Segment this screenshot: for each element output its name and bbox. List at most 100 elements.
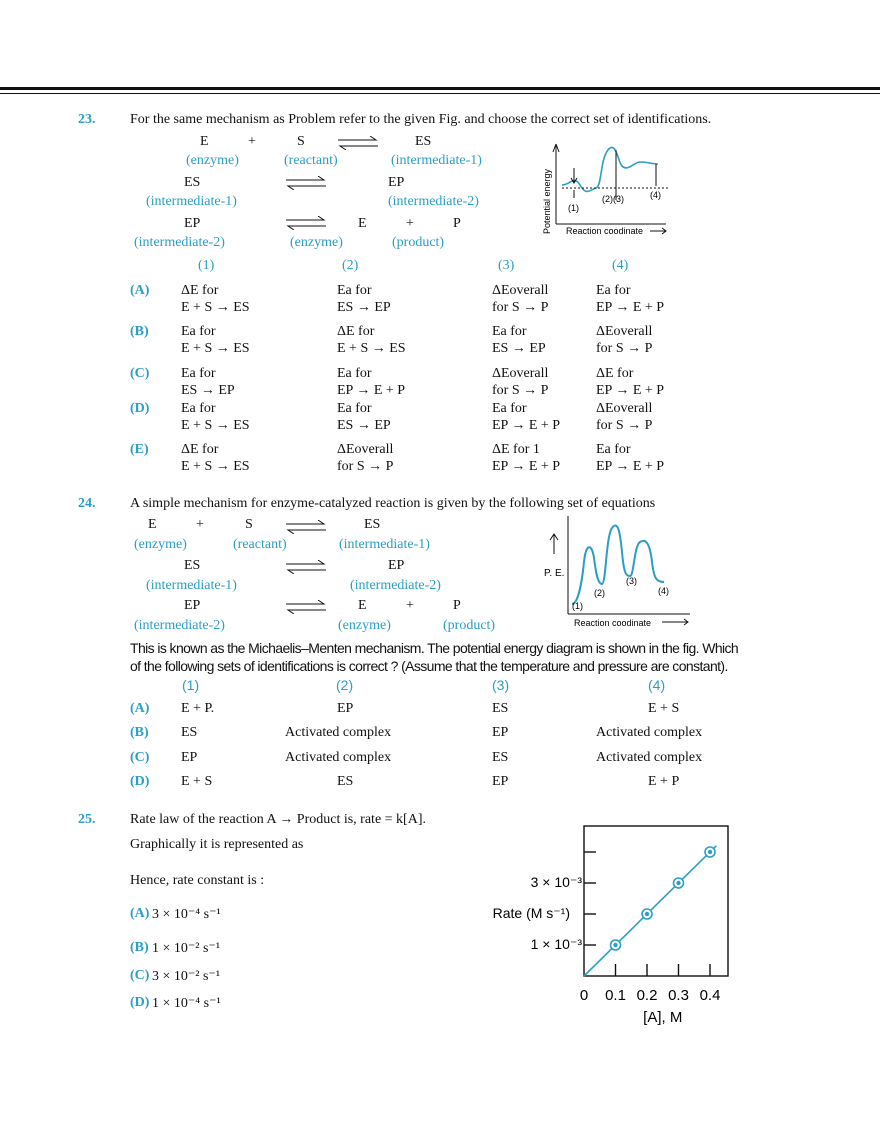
fig-xlabel: Reaction coodinate [566,226,643,236]
q23-option-4-label[interactable]: (E) [130,442,149,457]
q24-r3-lb: (enzyme) [338,618,391,633]
q23-option-0-label[interactable]: (A) [130,283,150,298]
q24-option-3-cell-1: ES [337,774,354,789]
y-tick-label: 3 × 10⁻³ [531,874,583,890]
q24-r2-la: (intermediate-1) [146,578,237,593]
q23-option-2-cell-0-line-0: Ea for [181,366,216,381]
q24-r1-la: (enzyme) [134,537,187,552]
q24-option-0-label[interactable]: (A) [130,701,150,716]
q24-option-2-cell-2: ES [492,750,509,765]
q23-option-2-cell-0-line-1: ES → EP [181,383,235,398]
q24-col-3: (3) [492,677,510,693]
q24-option-0-cell-3: E + S [648,701,680,716]
q23-option-4-cell-0-line-1: E + S → ES [181,459,250,474]
q23-option-0-cell-1-line-0: Ea for [337,283,372,298]
x-tick-label: 0.2 [637,987,658,1004]
data-point-center [613,942,618,948]
q23-r1-c: ES [415,134,432,149]
q23-option-0-cell-3-line-0: Ea for [596,283,631,298]
q23-option-2-label[interactable]: (C) [130,366,150,381]
q23-r2-lc: (intermediate-2) [388,194,479,209]
fig-ylabel: Potential energy [542,168,552,234]
q24-para1: This is known as the Michaelis–Menten me… [130,640,739,656]
q23-option-2-cell-1-line-0: Ea for [337,366,372,381]
x-tick-label: 0 [580,987,588,1004]
q25-option-2-label[interactable]: (C) [130,968,150,983]
q23-col-4: (4) [612,258,629,273]
q24-r3-la: (intermediate-2) [134,618,225,633]
q25-text: Rate law of the reaction A → Product is,… [130,812,426,827]
q24-option-0-cell-2: ES [492,701,509,716]
q24-col-1: (1) [182,677,200,693]
q23-option-1-cell-3-line-0: ΔEoverall [596,324,653,339]
q23-option-3-cell-2-line-1: EP → E + P [492,418,561,433]
y-tick-label: 1 × 10⁻³ [531,936,583,952]
q23-option-4-cell-2-line-1: EP → E + P [492,459,561,474]
fig-label-2: (2) [594,588,605,598]
q23-r1-la: (enzyme) [186,153,239,168]
q23-option-2-cell-3-line-1: EP → E + P [596,383,665,398]
q23-option-4-cell-3-line-1: EP → E + P [596,459,665,474]
q23-option-3-cell-0-line-0: Ea for [181,401,216,416]
q23-option-1-label[interactable]: (B) [130,324,149,339]
q24-option-1-cell-0: ES [181,725,198,740]
equilibrium-arrow-icon [286,176,326,190]
q25-option-2-text: 3 × 10⁻² s⁻¹ [152,969,221,984]
q23-option-3-label[interactable]: (D) [130,401,150,416]
q25-option-0-label[interactable]: (A) [130,906,150,921]
q23-r3-b: E [358,216,367,231]
q24-option-2-label[interactable]: (C) [130,750,150,765]
q23-option-0-cell-1-line-1: ES → EP [337,300,391,315]
q24-r3-plus: + [406,598,414,613]
x-tick-label: 0.1 [605,987,626,1004]
q23-r1-lb: (reactant) [284,153,338,168]
equilibrium-arrow-icon [286,520,326,534]
q24-r3-lc: (product) [443,618,496,633]
data-point-center [644,911,650,917]
q23-option-2-cell-3-line-0: ΔE for [596,366,634,381]
q23-option-1-cell-2-line-0: Ea for [492,324,527,339]
energy-curve [571,524,665,605]
q23-option-2-cell-2-line-0: ΔEoverall [492,366,549,381]
q23-r2-a: ES [184,175,201,190]
q24-option-1-cell-1: Activated complex [285,725,392,740]
q25-option-1-text: 1 × 10⁻² s⁻¹ [152,941,221,956]
q23-r1-b: S [297,134,305,149]
q23-option-1-cell-1-line-0: ΔE for [337,324,375,339]
q24-option-2-cell-1: Activated complex [285,750,392,765]
equilibrium-arrow-icon [286,216,326,230]
x-axis-label: [A], M [643,1009,682,1026]
q23-option-4-cell-2-line-0: ΔE for 1 [492,442,540,457]
x-tick-label: 0.3 [668,987,689,1004]
q23-col-2: (2) [342,258,359,273]
q23-option-1-cell-0-line-1: E + S → ES [181,341,250,356]
q23-r1-plus: + [248,134,256,149]
q24-option-1-label[interactable]: (B) [130,725,149,740]
q23-option-0-cell-3-line-1: EP → E + P [596,300,665,315]
q23-option-3-cell-3-line-1: for S → P [596,418,653,433]
q23-option-0-cell-0-line-0: ΔE for [181,283,219,298]
q25-option-1-label[interactable]: (B) [130,940,149,955]
q23-option-3-cell-1-line-1: ES → EP [337,418,391,433]
q23-r3-lb: (enzyme) [290,235,343,250]
q24-r3-a: EP [184,598,201,613]
q24-r2-c: EP [388,558,405,573]
q25-option-3-label[interactable]: (D) [130,995,150,1010]
q23-option-2-cell-1-line-1: EP → E + P [337,383,406,398]
q23-option-0-cell-2-line-0: ΔEoverall [492,283,549,298]
q25-option-0-text: 3 × 10⁻⁴ s⁻¹ [152,907,221,922]
q23-option-4-cell-1-line-1: for S → P [337,459,394,474]
q23-option-2-cell-2-line-1: for S → P [492,383,549,398]
q24-r2-lc: (intermediate-2) [350,578,441,593]
data-point-center [676,880,681,886]
q25-number: 25. [78,812,96,827]
q24-option-3-label[interactable]: (D) [130,774,150,789]
equilibrium-arrow-icon [338,136,378,150]
q23-r2-c: EP [388,175,405,190]
q23-col-1: (1) [198,258,215,273]
q24-r2-a: ES [184,558,201,573]
fig-label-3: (3) [626,576,637,586]
q23-r3-lc: (product) [392,235,445,250]
q24-text: A simple mechanism for enzyme-catalyzed … [130,496,656,511]
q25-line2: Graphically it is represented as [130,837,304,852]
